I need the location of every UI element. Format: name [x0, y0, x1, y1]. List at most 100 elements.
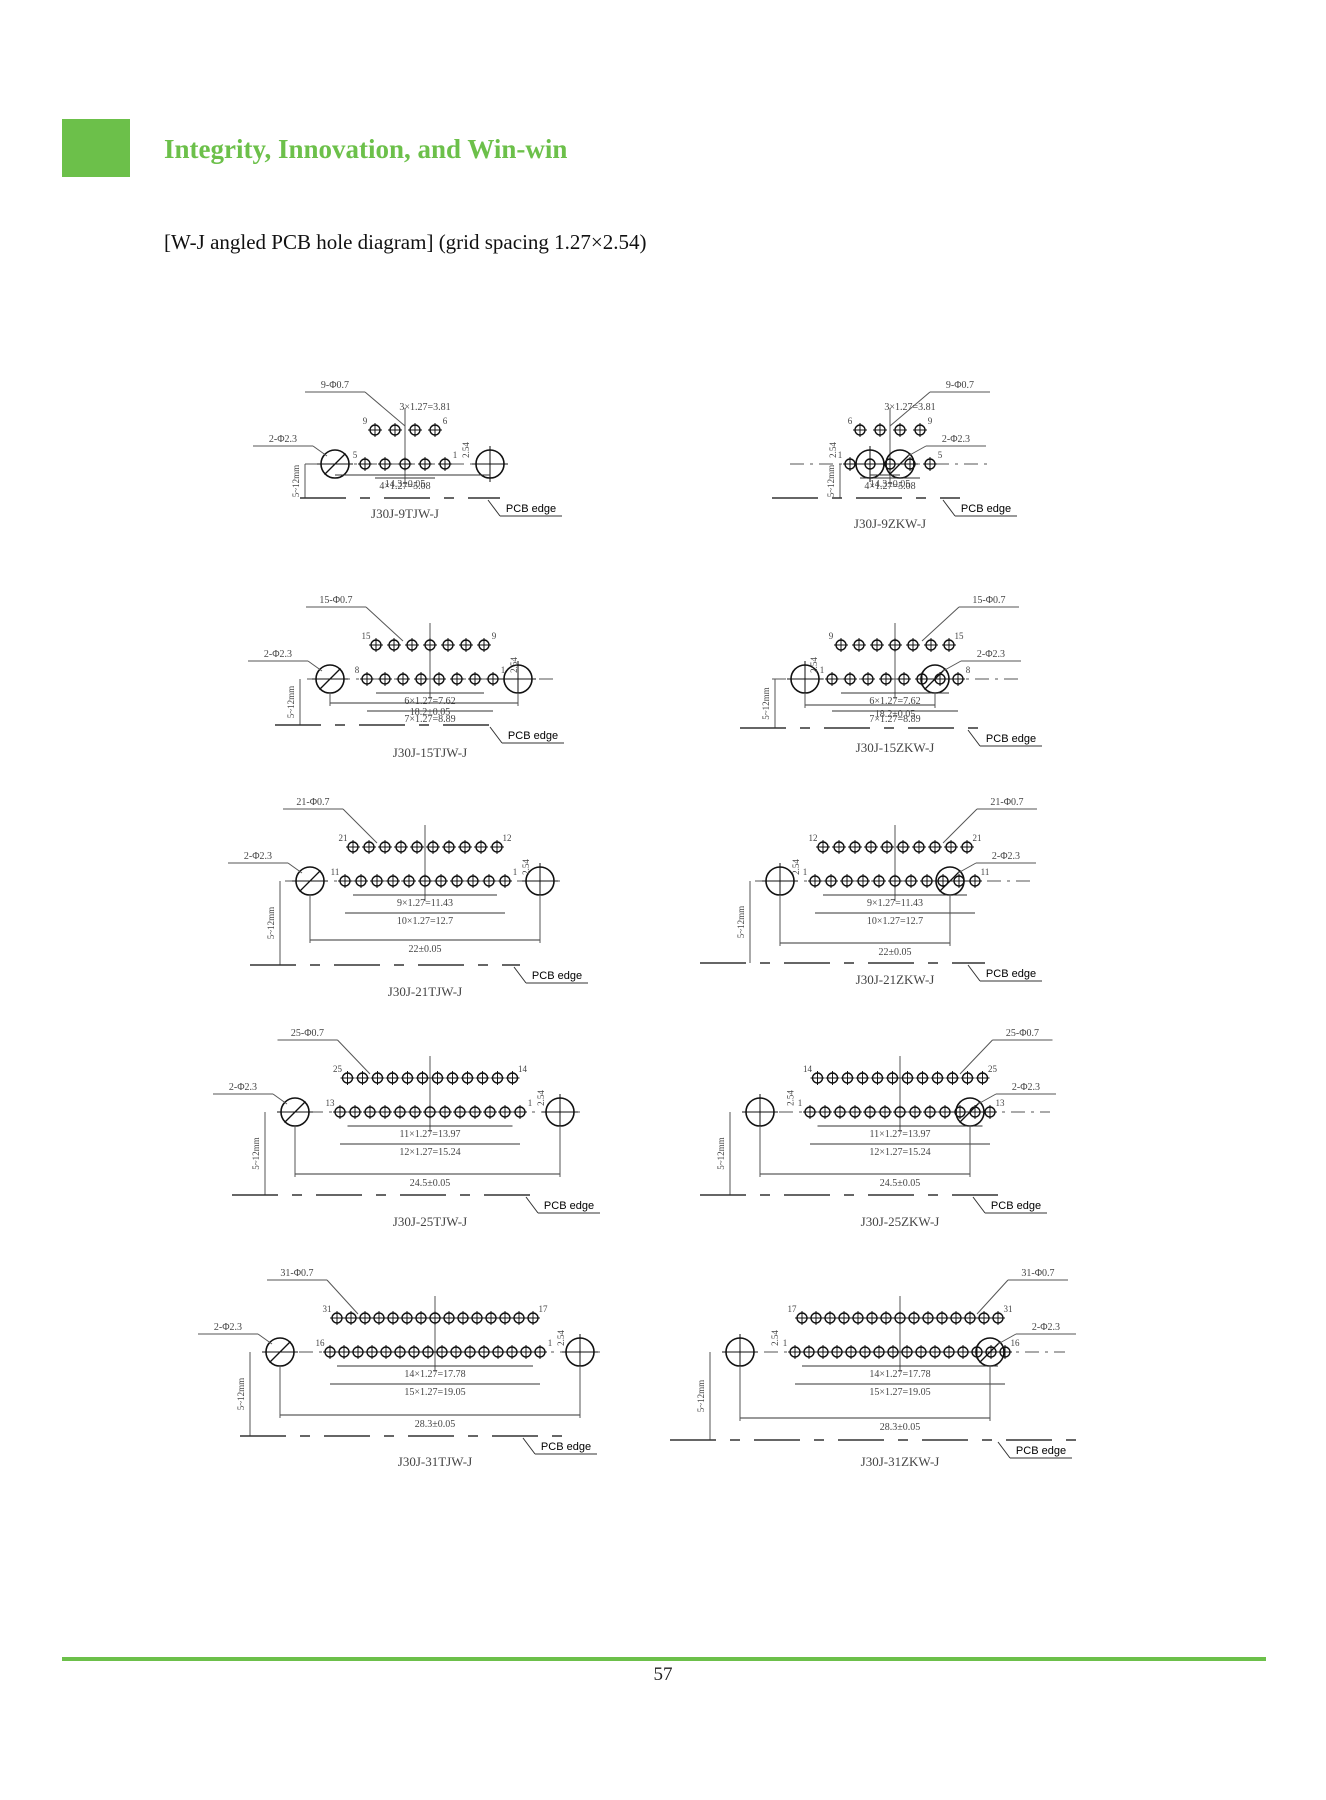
pin-number-label: 12 — [809, 833, 818, 843]
pin-number-label: 1 — [783, 1338, 788, 1348]
dimension-label: 22±0.05 — [879, 947, 912, 958]
dimension-label: 9×1.27=11.43 — [397, 898, 453, 909]
row-pitch-label: 2.54 — [536, 1090, 546, 1106]
mount-hole-label: 2-Φ2.3 — [269, 434, 297, 445]
pin-number-label: 16 — [316, 1338, 326, 1348]
pin-number-label: 13 — [326, 1098, 336, 1108]
pin-number-label: 1 — [513, 867, 518, 877]
dimension-label: 10×1.27=12.7 — [397, 916, 453, 927]
leader-line — [307, 660, 323, 672]
row-pitch-label: 2.54 — [556, 1330, 566, 1346]
pin-number-label: 1 — [501, 665, 506, 675]
leader-line — [889, 391, 931, 427]
pin-number-label: 9 — [829, 631, 834, 641]
pin-count-label: 25-Φ0.7 — [1006, 1028, 1039, 1039]
model-name: J30J-9ZKW-J — [854, 516, 926, 531]
model-name: J30J-31TJW-J — [398, 1454, 472, 1469]
pin-number-label: 21 — [339, 833, 348, 843]
height-label: 5~12mm — [826, 465, 836, 497]
dimension-label: 3×1.27=3.81 — [884, 402, 935, 413]
leader-line — [921, 606, 960, 642]
leader-line — [337, 1039, 371, 1075]
section-subtitle: [W-J angled PCB hole diagram] (grid spac… — [164, 230, 647, 254]
pin-number-label: 1 — [548, 1338, 553, 1348]
leader-line — [977, 1093, 997, 1105]
dimension-label: 24.5±0.05 — [410, 1178, 451, 1189]
pin-number-label: 31 — [1004, 1304, 1013, 1314]
mount-hole-label: 2-Φ2.3 — [992, 851, 1020, 862]
leader-line — [257, 1333, 273, 1345]
dimension-label: 15×1.27=19.05 — [404, 1387, 465, 1398]
pin-number-label: 15 — [955, 631, 965, 641]
pin-number-label: 1 — [803, 867, 808, 877]
pin-number-label: 6 — [848, 416, 853, 426]
height-label: 5~12mm — [266, 907, 276, 939]
pcb-edge-label: PCB edge — [991, 1200, 1041, 1212]
dimension-label: 14×1.27=17.78 — [869, 1369, 930, 1380]
row-pitch-label: 2.54 — [461, 442, 471, 458]
dimension-label: 28.3±0.05 — [415, 1419, 456, 1430]
pcb-edge-leader — [489, 726, 503, 744]
pin-number-label: 1 — [453, 450, 458, 460]
dimension-label: 11×1.27=13.97 — [400, 1129, 461, 1140]
row-pitch-label: 2.54 — [791, 859, 801, 875]
pin-number-label: 1 — [838, 450, 843, 460]
height-label: 5~12mm — [236, 1378, 246, 1410]
pin-count-label: 31-Φ0.7 — [1021, 1268, 1054, 1279]
pcb-edge-leader — [967, 964, 981, 982]
mount-hole-label: 2-Φ2.3 — [977, 649, 1005, 660]
pcb-edge-leader — [942, 499, 956, 517]
pin-number-label: 17 — [788, 1304, 798, 1314]
leader-line — [326, 1279, 359, 1315]
dimension-label: 7×1.27=8.89 — [404, 714, 455, 725]
dimension-label: 6×1.27=7.62 — [869, 696, 920, 707]
model-name: J30J-15ZKW-J — [856, 740, 935, 755]
model-name: J30J-21ZKW-J — [856, 972, 935, 987]
dimension-label: 28.3±0.05 — [880, 1422, 921, 1433]
dimension-label: 24.5±0.05 — [880, 1178, 921, 1189]
model-name: J30J-21TJW-J — [388, 984, 462, 999]
pcb-edge-leader — [522, 1437, 536, 1455]
dimension-label: 3×1.27=3.81 — [399, 402, 450, 413]
height-label: 5~12mm — [251, 1137, 261, 1169]
pin-number-label: 17 — [539, 1304, 549, 1314]
dimension-label: 22±0.05 — [409, 944, 442, 955]
pin-number-label: 1 — [820, 665, 825, 675]
pin-number-label: 16 — [1011, 1338, 1021, 1348]
dimension-label: 14.3±0.05 — [870, 479, 911, 490]
leader-line — [959, 1039, 993, 1075]
leader-line — [942, 808, 978, 844]
pcb-edge-leader — [997, 1441, 1011, 1459]
pin-number-label: 12 — [503, 833, 512, 843]
leader-line — [342, 808, 378, 844]
model-name: J30J-15TJW-J — [393, 745, 467, 760]
pin-count-label: 15-Φ0.7 — [319, 595, 352, 606]
pcb-edge-label: PCB edge — [541, 1441, 591, 1453]
mount-hole-label: 2-Φ2.3 — [1012, 1082, 1040, 1093]
mount-hole-label: 2-Φ2.3 — [942, 434, 970, 445]
row-pitch-label: 2.54 — [786, 1090, 796, 1106]
dimension-label: 14×1.27=17.78 — [404, 1369, 465, 1380]
page-title: Integrity, Innovation, and Win-win — [164, 134, 568, 164]
dimension-label: 12×1.27=15.24 — [399, 1147, 460, 1158]
pcb-edge-label: PCB edge — [1016, 1445, 1066, 1457]
model-name: J30J-9TJW-J — [371, 506, 439, 521]
pin-number-label: 9 — [928, 416, 933, 426]
pin-number-label: 14 — [803, 1064, 813, 1074]
mount-hole-label: 2-Φ2.3 — [1032, 1322, 1060, 1333]
height-label: 5~12mm — [696, 1380, 706, 1412]
height-label: 5~12mm — [761, 687, 771, 719]
pin-number-label: 15 — [362, 631, 372, 641]
pin-number-label: 13 — [996, 1098, 1006, 1108]
pin-number-label: 25 — [988, 1064, 998, 1074]
pin-count-label: 9-Φ0.7 — [321, 380, 349, 391]
leader-line — [272, 1093, 288, 1105]
dimension-label: 9×1.27=11.43 — [867, 898, 923, 909]
mount-hole-label: 2-Φ2.3 — [244, 851, 272, 862]
